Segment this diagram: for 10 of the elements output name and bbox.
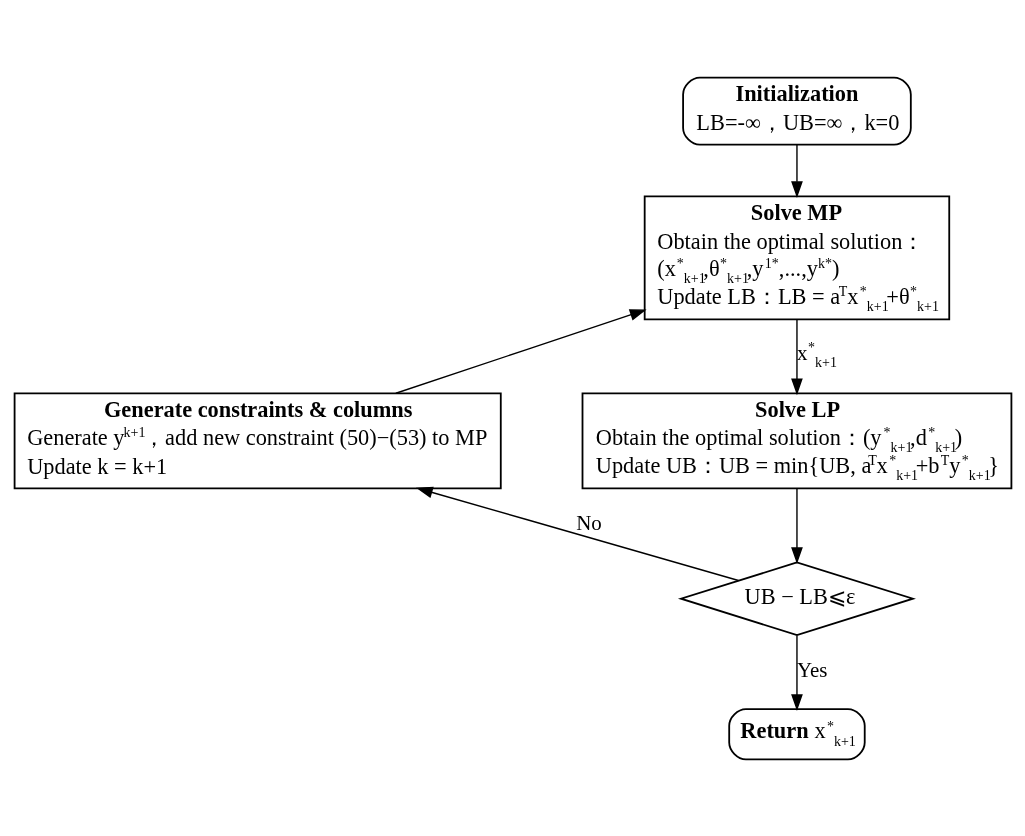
node-box: Generate constraints & columns Generate y$^{k+1}$，add new constraint (50)−(53) to MP Update k = k+1: [13, 391, 502, 489]
node-box: Solve LP Obtain the optimal solution：(y$^{*}$$_{k+1}$,d$^{*}$$_{k+1}$) Update UB：UB = min{UB, a$^{T}$x$^{*}$$_{k+1}$+b$^{T}$y$^{*}$$_{k+1}$}: [581, 391, 1012, 489]
node-diamond: UB − LB⩽ε: [677, 560, 916, 636]
arrow: [790, 487, 803, 564]
arrow: [415, 486, 739, 581]
arrow: [790, 143, 803, 198]
edge-label: No: [575, 510, 602, 535]
node-box: Initialization LB=-∞，UB=∞，k=0: [681, 76, 912, 146]
arrow: [790, 634, 803, 711]
arrow: [394, 308, 647, 394]
